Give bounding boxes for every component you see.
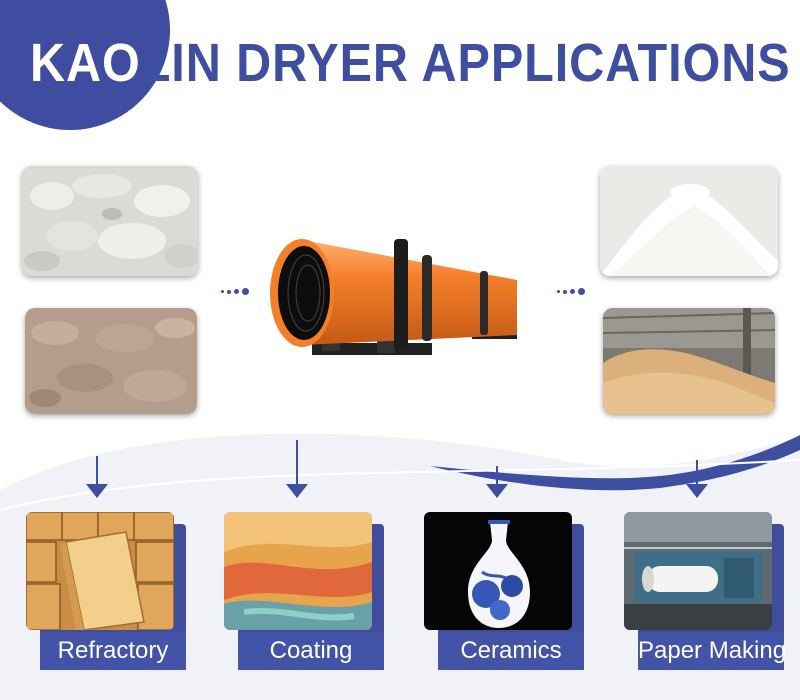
application-label-ceramics: Ceramics	[438, 632, 584, 670]
paper-making-machine-image	[624, 512, 772, 630]
flow-dots-right	[557, 288, 588, 295]
title-highlight: KAO	[30, 33, 141, 93]
application-label-paper-making: Paper Making	[638, 632, 786, 670]
page-title: KAOLIN DRYER APPLICATIONS	[30, 32, 791, 94]
ceramics-vase-image	[424, 512, 572, 630]
coating-paint-image	[224, 512, 372, 630]
application-label-refractory: Refractory	[40, 632, 186, 670]
raw-kaolin-white-photo	[22, 166, 198, 276]
dried-kaolin-warehouse-photo	[603, 308, 775, 414]
down-arrow-icon	[286, 440, 308, 498]
rotary-dryer-image	[270, 239, 517, 355]
down-arrow-icon	[86, 456, 108, 498]
refractory-bricks-image	[26, 512, 174, 630]
application-label-coating: Coating	[238, 632, 384, 670]
decorative-wave-band	[0, 433, 800, 700]
raw-kaolin-brown-photo	[25, 308, 197, 414]
flow-dots-left	[221, 288, 252, 295]
title-rest: LIN DRYER APPLICATIONS	[140, 33, 791, 93]
down-arrow-icon	[486, 466, 508, 498]
dried-kaolin-powder-photo	[600, 166, 778, 276]
down-arrow-icon	[686, 460, 708, 498]
